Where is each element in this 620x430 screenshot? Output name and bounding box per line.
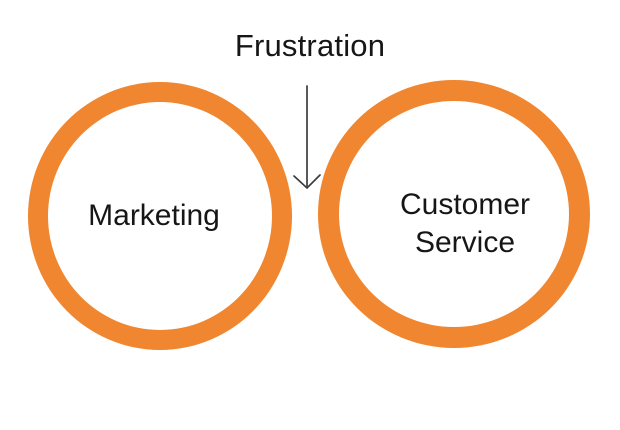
circle-label-marketing: Marketing xyxy=(88,199,220,232)
diagram-title: Frustration xyxy=(234,28,386,63)
circle-label-customer-service: Customer Service xyxy=(399,188,531,259)
